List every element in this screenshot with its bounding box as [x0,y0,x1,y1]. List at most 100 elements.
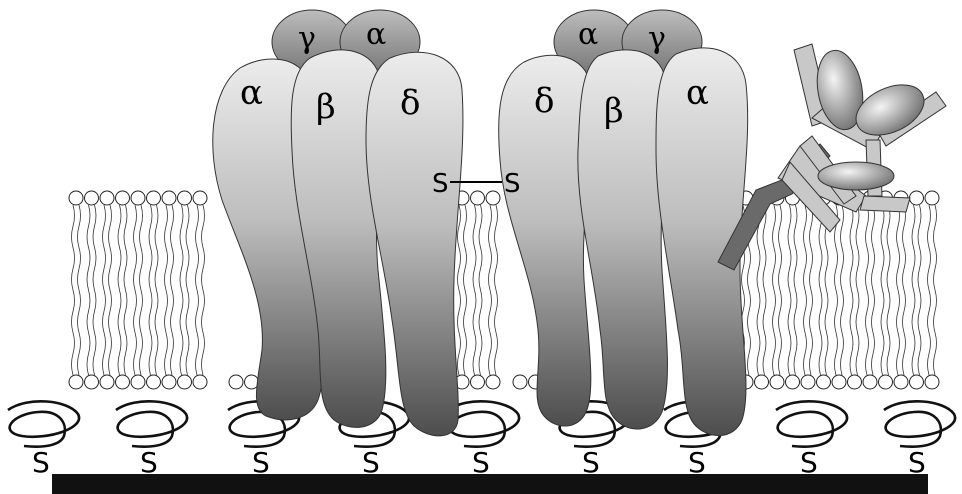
lipid-head [894,375,908,389]
lipid-tail [165,290,168,375]
lipid-head [69,375,83,389]
lipid-tail [489,205,492,290]
lipid-head [69,191,83,205]
receptor-right-top-label-1: γ [648,21,666,56]
lipid-tail [897,290,900,375]
lipid-tail [794,205,797,290]
lipid-tail [87,205,90,290]
lipid-head [116,191,130,205]
lipid-tail [773,290,776,375]
lipid-tail [196,290,199,375]
receptor-left-top-label-0: γ [298,21,316,56]
lipid-tail [165,205,168,290]
lipid-tail [72,290,75,375]
lipid-tail [779,205,782,290]
lipid-tail [78,205,81,290]
lipid-tail [918,290,921,375]
receptor-right-top-label-0: α [578,17,598,52]
lipid-tail [835,290,838,375]
lipid-tail [928,290,931,375]
lipid-tail [109,205,112,290]
receptor-left-label-delta: δ [400,83,420,123]
lipid-tail [464,290,467,375]
lipid-tail [124,205,127,290]
lipid-head [85,191,99,205]
lipid-tail [103,205,106,290]
lipid-tail [87,290,90,375]
lipid-tail [763,205,766,290]
antigen-blob-3 [818,162,894,190]
lipid-head [863,375,877,389]
lipid-tail [489,290,492,375]
lipid-head [131,191,145,205]
lipid-tail [934,205,937,290]
lipid-head [486,191,500,205]
lipid-tail [918,205,921,290]
receptor-left-label-beta: β [316,87,336,127]
lipid-head [925,375,939,389]
lipid-tail [464,205,467,290]
lipid-tail [934,290,937,375]
lipid-head [910,375,924,389]
lipid-tail [748,290,751,375]
tether-coil [884,401,955,446]
tether-coil [8,401,79,446]
lipid-tail [881,290,884,375]
lipid-head [85,375,99,389]
lipid-tail [841,290,844,375]
lipid-tail [186,290,189,375]
lipid-tail [458,290,461,375]
lipid-tail [866,205,869,290]
lipid-bilayer-icon [69,191,939,389]
lipid-tail [155,205,158,290]
lipid-head [131,375,145,389]
lipid-head [925,191,939,205]
receptor-right: α γ δ β α [499,10,748,436]
lipid-tail [196,205,199,290]
lipid-head [910,191,924,205]
lipid-tail [109,290,112,375]
receptor-left-label-alpha: α [240,73,263,113]
lipid-head [513,375,527,389]
lipid-head [801,375,815,389]
lipid-tail [903,205,906,290]
lipid-tail [872,205,875,290]
lipid-head [162,375,176,389]
lipid-head [193,375,207,389]
lipid-head [786,375,800,389]
lipid-head [178,375,192,389]
receptor-left: γ α α β δ [213,10,463,436]
lipid-tail [118,290,121,375]
lipid-tail [495,205,498,290]
lipid-tail [134,205,137,290]
lipid-tail [495,290,498,375]
lipid-tail [850,290,853,375]
lipid-head [100,375,114,389]
lipid-head [116,375,130,389]
lipid-tail [118,205,121,290]
lipid-tail [887,205,890,290]
antibody-arm-4 [860,196,910,212]
lipid-tail [149,290,152,375]
lipid-head [162,191,176,205]
lipid-tail [928,205,931,290]
lipid-tail [171,205,174,290]
lipid-tail [866,290,869,375]
disulfide-s-left: S [432,169,449,199]
lipid-tail [841,205,844,290]
lipid-tail [850,205,853,290]
lipid-tail [155,290,158,375]
lipid-head [817,375,831,389]
lipid-tail [856,205,859,290]
lipid-tail [788,205,791,290]
lipid-tail [881,205,884,290]
lipid-tail [773,205,776,290]
lipid-tail [912,290,915,375]
lipid-head [471,375,485,389]
lipid-tail [804,205,807,290]
lipid-tail [186,205,189,290]
lipid-tail [804,290,807,375]
lipid-tail [72,205,75,290]
lipid-tail [856,290,859,375]
